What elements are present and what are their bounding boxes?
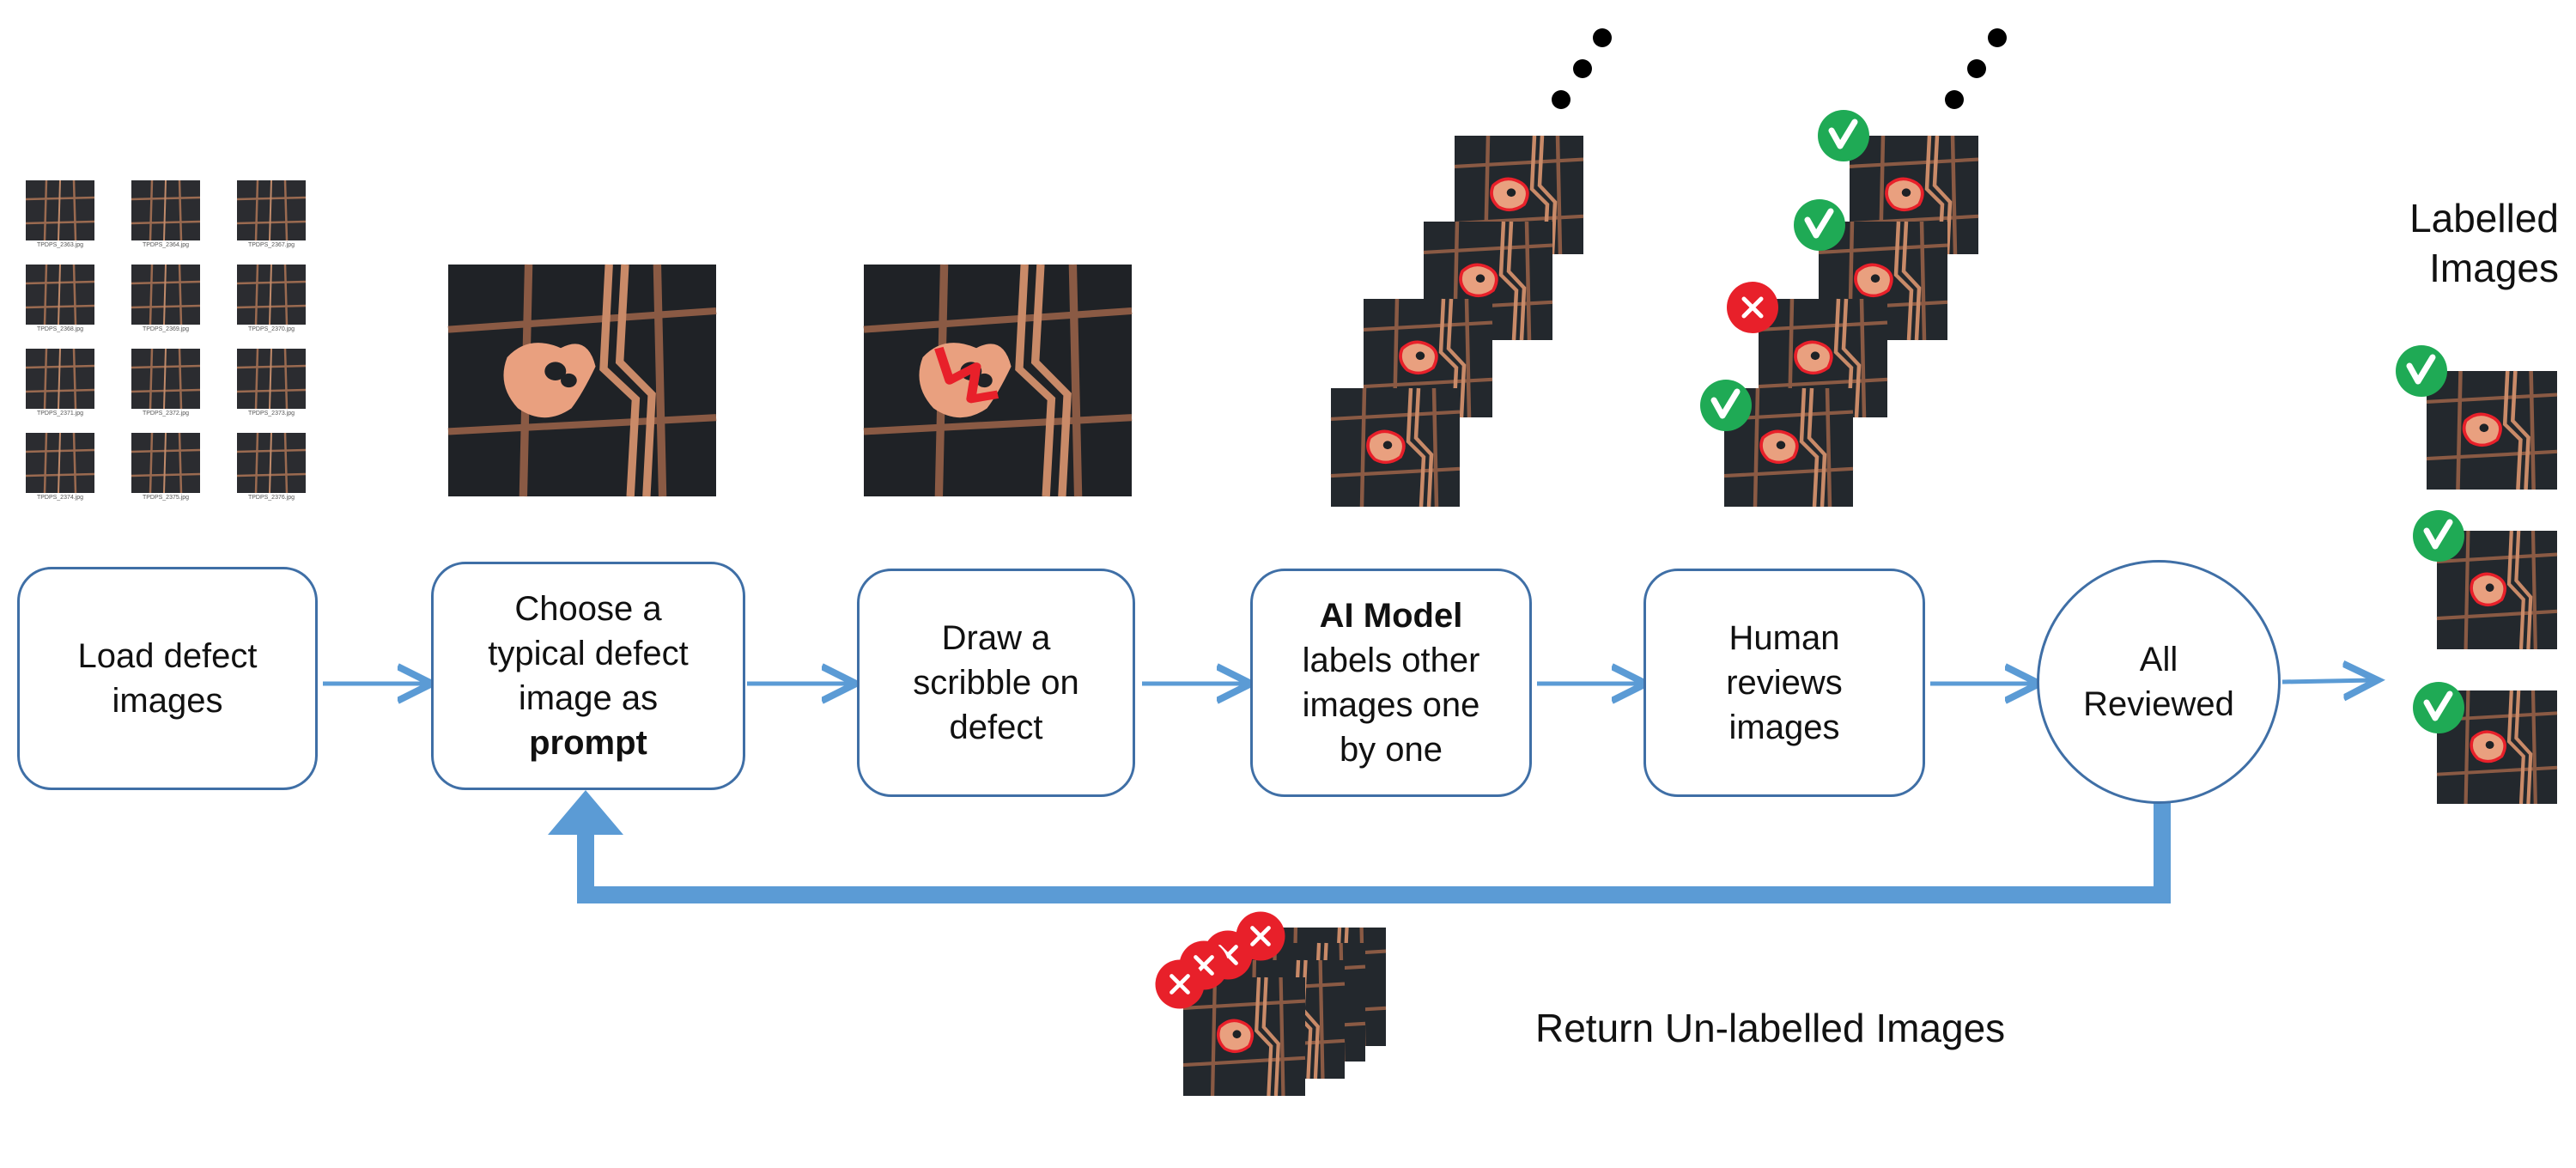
- step-text: typical defect: [488, 635, 689, 672]
- labelled-images-title-line: Images: [2429, 245, 2559, 290]
- labelled-images-title: Labelled Images: [2409, 194, 2559, 293]
- thumbnail-filename: TPDPS_2368.jpg: [36, 326, 84, 332]
- step-ai-model-labels: AI Model labels other images one by one: [1250, 569, 1532, 797]
- thumbnail-filename: TPDPS_2372.jpg: [142, 411, 190, 417]
- step-text: All: [2139, 641, 2178, 678]
- step-text: images one: [1302, 686, 1480, 724]
- thumbnail-filename: TPDPS_2363.jpg: [36, 242, 84, 248]
- step-text: images: [112, 682, 223, 720]
- thumbnail-filename: TPDPS_2371.jpg: [36, 411, 84, 417]
- step-text: Reviewed: [2083, 685, 2234, 723]
- cross-badge-icon: [1156, 960, 1205, 1009]
- check-badge-icon: [1700, 380, 1752, 431]
- prompt-image: [448, 265, 716, 496]
- step-text: by one: [1339, 731, 1443, 769]
- step-text: Choose a: [514, 590, 662, 628]
- thumbnail-filename: TPDPS_2374.jpg: [36, 495, 84, 501]
- step-text-bold: prompt: [529, 724, 647, 762]
- step-text: reviews: [1726, 664, 1843, 702]
- step-choose-prompt: Choose a typical defect image as prompt: [431, 562, 745, 790]
- check-badge-icon: [1794, 199, 1845, 251]
- ellipsis-dots-icon: [1552, 28, 1612, 109]
- returned-image-stack: [1156, 912, 1387, 1097]
- step-human-review: Human reviews images: [1643, 569, 1925, 797]
- flow-arrows: [323, 680, 2373, 684]
- ai-labelled-image-stack: [1331, 136, 1583, 507]
- thumbnail-filename: TPDPS_2367.jpg: [247, 242, 295, 248]
- step-text: labels other: [1302, 642, 1480, 679]
- scribble-image: [864, 265, 1132, 496]
- thumbnail-filename: TPDPS_2376.jpg: [247, 495, 295, 501]
- thumbnail-filename: TPDPS_2364.jpg: [142, 242, 190, 248]
- step-text: image as: [518, 679, 659, 717]
- check-badge-icon: [2396, 345, 2447, 397]
- reviewed-image-stack: [1700, 110, 1978, 507]
- step-draw-scribble: Draw a scribble on defect: [857, 569, 1135, 797]
- step-text: Load defect: [77, 637, 258, 675]
- defect-image-thumbnails: [24, 179, 307, 495]
- labelled-images-column: [2396, 345, 2557, 804]
- step-text: defect: [949, 709, 1043, 746]
- labelled-images-title-line: Labelled: [2409, 196, 2559, 240]
- step-text-bold: AI Model: [1319, 597, 1463, 635]
- step-text: Human: [1728, 619, 1840, 657]
- cross-badge-icon: [1727, 282, 1778, 333]
- check-badge-icon: [2413, 682, 2464, 733]
- step-text: images: [1728, 709, 1840, 746]
- check-badge-icon: [1818, 110, 1869, 161]
- thumbnail-filename: TPDPS_2370.jpg: [247, 326, 295, 332]
- return-unlabelled-label: Return Un-labelled Images: [1535, 1006, 2006, 1050]
- thumbnail-filename: TPDPS_2373.jpg: [247, 411, 295, 417]
- check-badge-icon: [2413, 510, 2464, 562]
- ellipsis-dots-icon: [1945, 28, 2007, 109]
- thumbnail-filename: TPDPS_2369.jpg: [142, 326, 190, 332]
- step-text: scribble on: [913, 664, 1079, 702]
- step-text: Draw a: [941, 619, 1051, 657]
- step-load-defect-images: Load defect images: [17, 567, 318, 790]
- return-loop-arrow: [548, 790, 2171, 903]
- thumbnail-filename: TPDPS_2375.jpg: [142, 495, 190, 501]
